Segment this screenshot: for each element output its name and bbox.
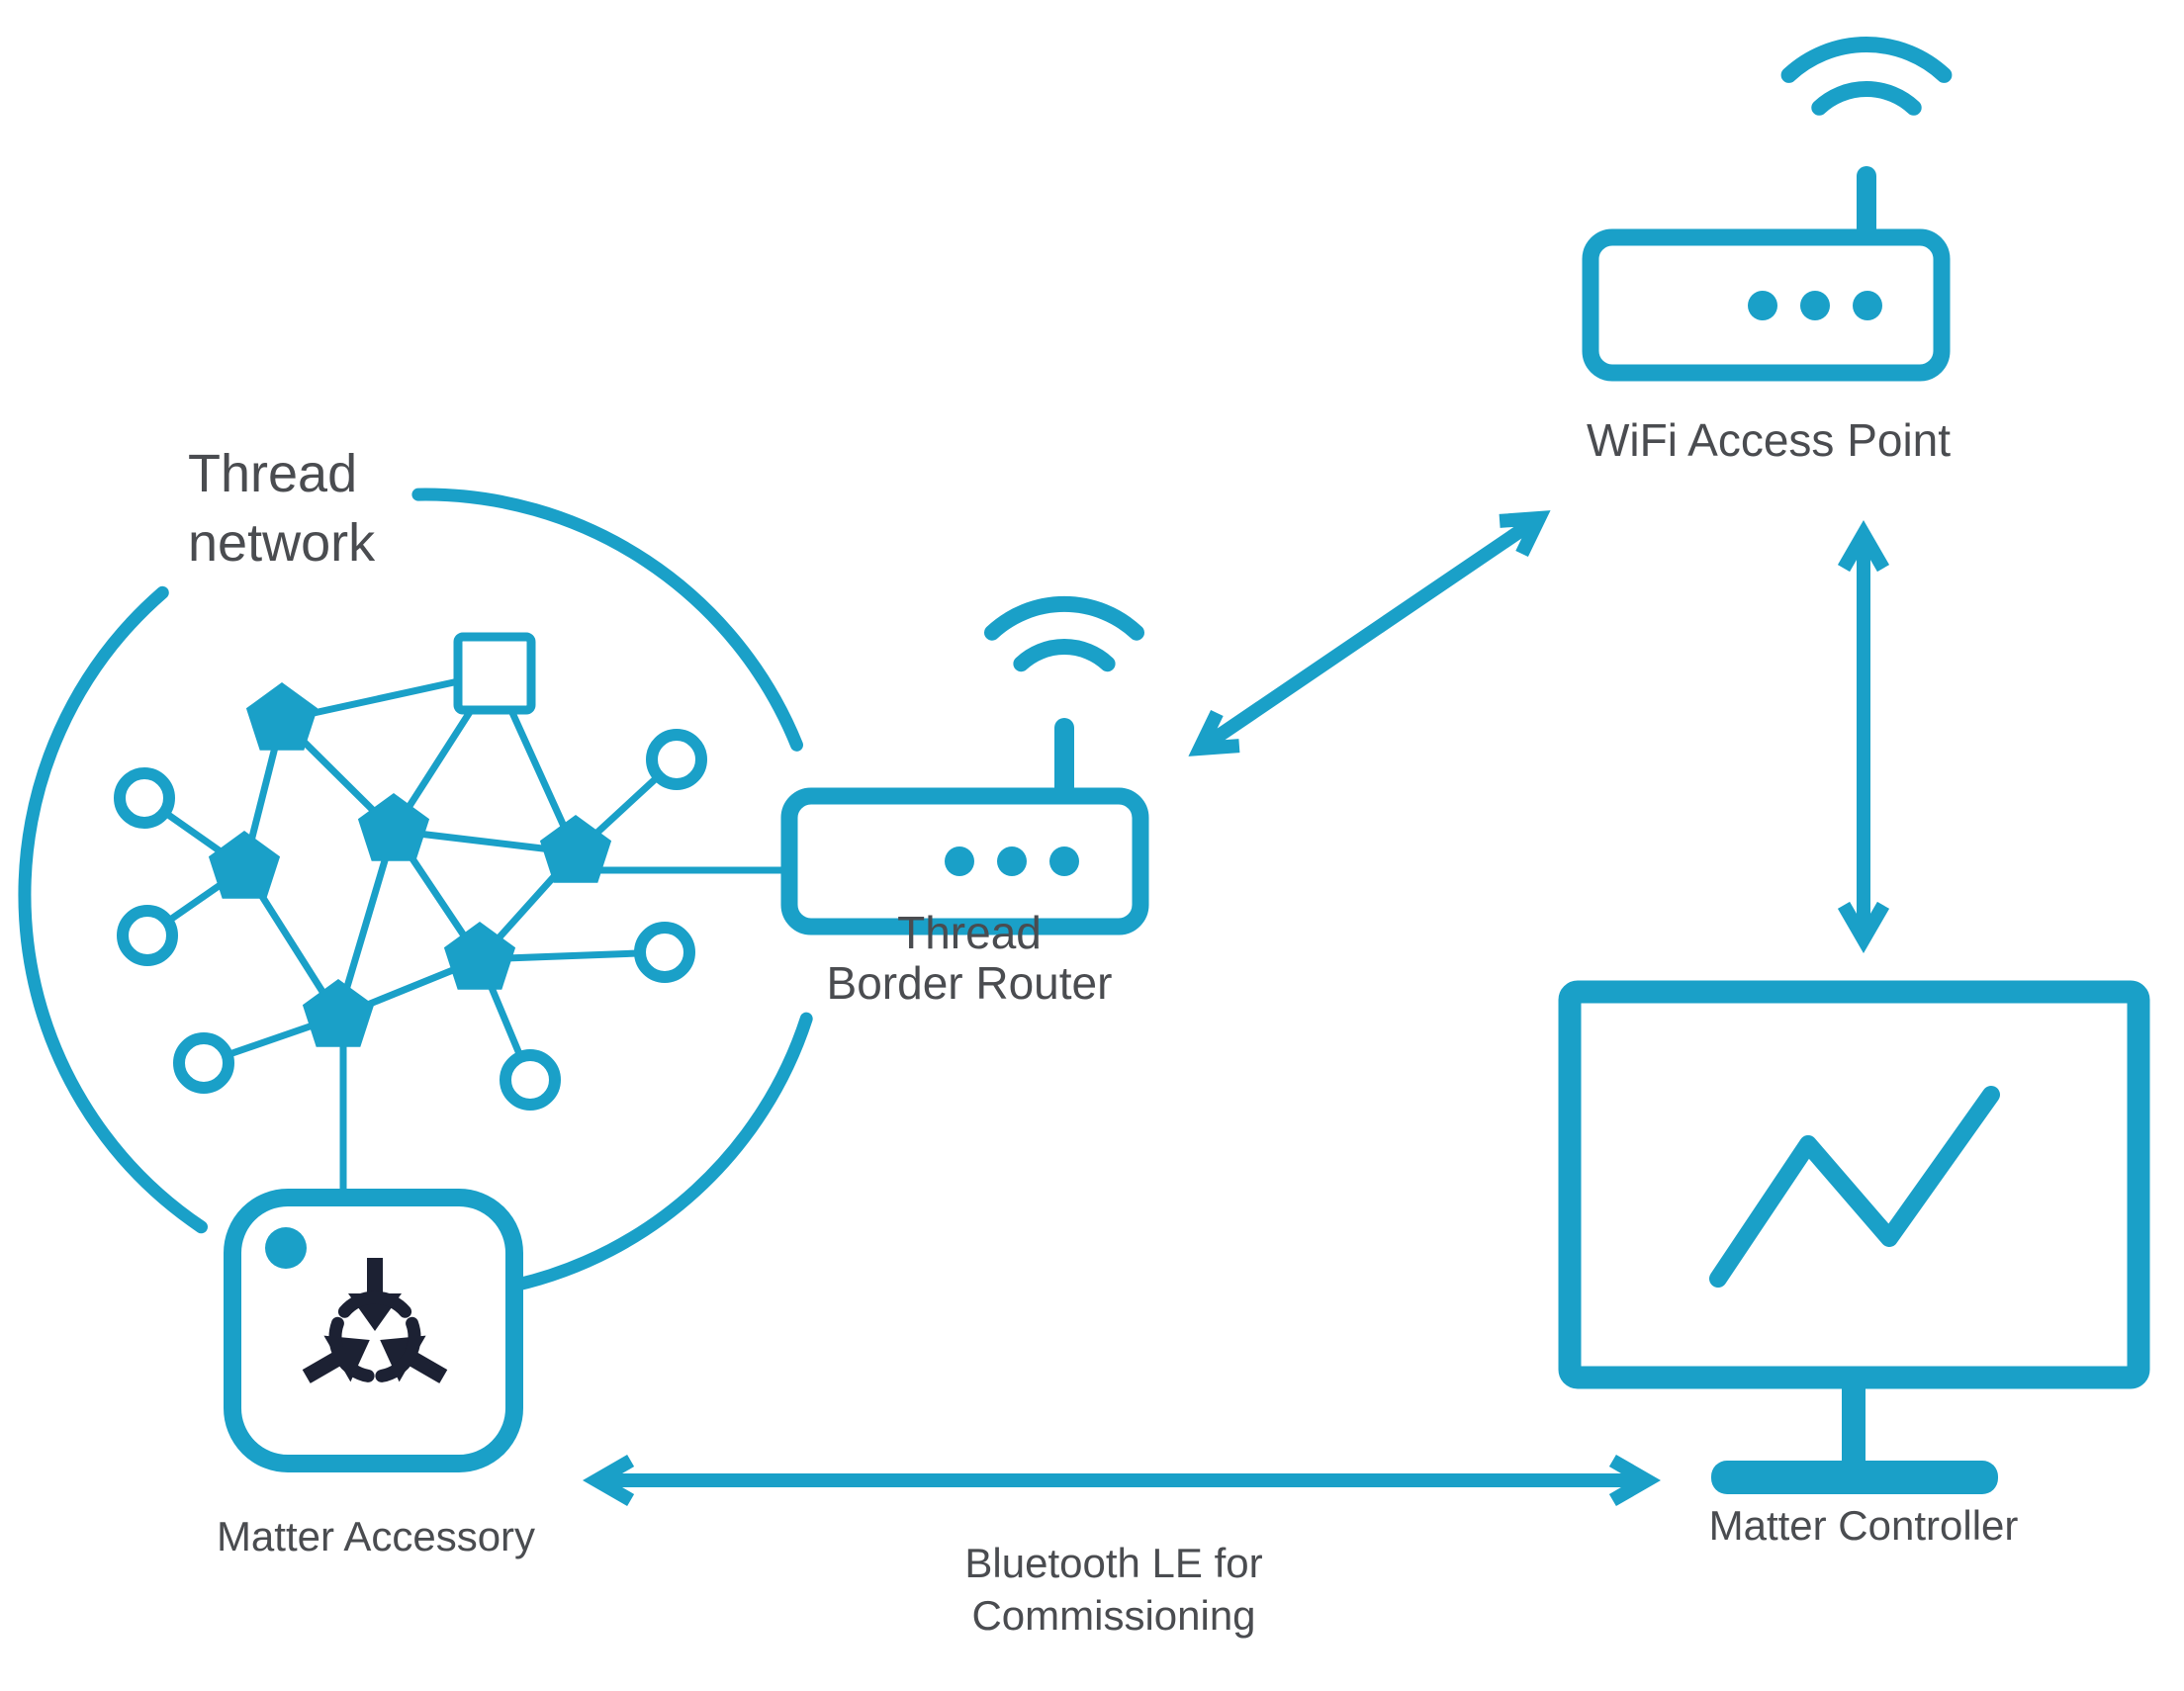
router-led-dot [997,846,1027,876]
thread-border-router-label: Border Router [827,957,1113,1009]
thread-network-arc [411,488,803,752]
thread-router-node [208,831,281,899]
mesh-link [334,830,398,1018]
accessory-box [224,1189,523,1472]
router-led-dot [1748,291,1777,320]
monitor-stand [1842,1378,1866,1463]
matter-controller-label: Matter Controller [1709,1502,2019,1549]
router-led-dot [1853,291,1882,320]
thread-mesh-icon [114,632,796,1202]
thread-border-router-label: Thread [897,907,1042,958]
router-led-dot [1800,291,1830,320]
arrow-border-router-to-wifi-ap [1188,510,1551,756]
wifi-waves-icon [1811,81,1922,116]
thread-network-label: network [188,513,376,573]
accessory-led-dot [265,1227,307,1269]
thread-router-node [245,682,318,751]
wifi-waves-icon [1780,37,1953,83]
thread-end-device-node [117,905,178,966]
thread-end-device-node [646,729,707,790]
thread-router-node [302,979,375,1047]
antenna-icon [1054,718,1074,809]
matter-accessory-label: Matter Accessory [217,1513,535,1559]
ble-commissioning-label: Commissioning [971,1592,1255,1639]
thread-leader-node [453,632,536,715]
thread-network-arc [18,585,208,1234]
wifi-waves-icon [1013,639,1116,672]
matter-accessory-icon [224,1189,523,1472]
trend-line-chart-icon [1709,1086,2000,1288]
wifi-waves-icon [984,596,1144,641]
thread-border-router-icon [780,596,1149,935]
thread-end-device-node [634,922,695,983]
thread-network-arc [508,1012,813,1292]
wifi-access-point-icon [1582,37,1953,382]
thread-end-device-node [173,1032,234,1094]
wifi-access-point-label: WiFi Access Point [1587,414,1951,466]
thread-network-boundary [18,488,813,1292]
router-led-dot [945,846,974,876]
thread-end-device-node [114,767,175,829]
thread-router-node [357,793,430,861]
thread-network-label: Thread [188,444,357,503]
thread-router-node [539,815,612,883]
arrow-accessory-to-controller [583,1454,1661,1507]
thread-end-device-node [500,1049,561,1111]
matter-logo-icon [302,1258,448,1383]
thread-router-node [443,922,516,990]
matter-controller-icon [1558,980,2150,1494]
router-led-dot [1049,846,1079,876]
matter-logo-arc [328,1316,375,1382]
matter-logo-arc [375,1316,421,1382]
matter-logo-arc [337,1290,412,1318]
arrow-wifi-ap-to-controller [1837,520,1890,953]
monitor-base [1711,1461,1998,1494]
ble-commissioning-label: Bluetooth LE for [964,1540,1262,1586]
